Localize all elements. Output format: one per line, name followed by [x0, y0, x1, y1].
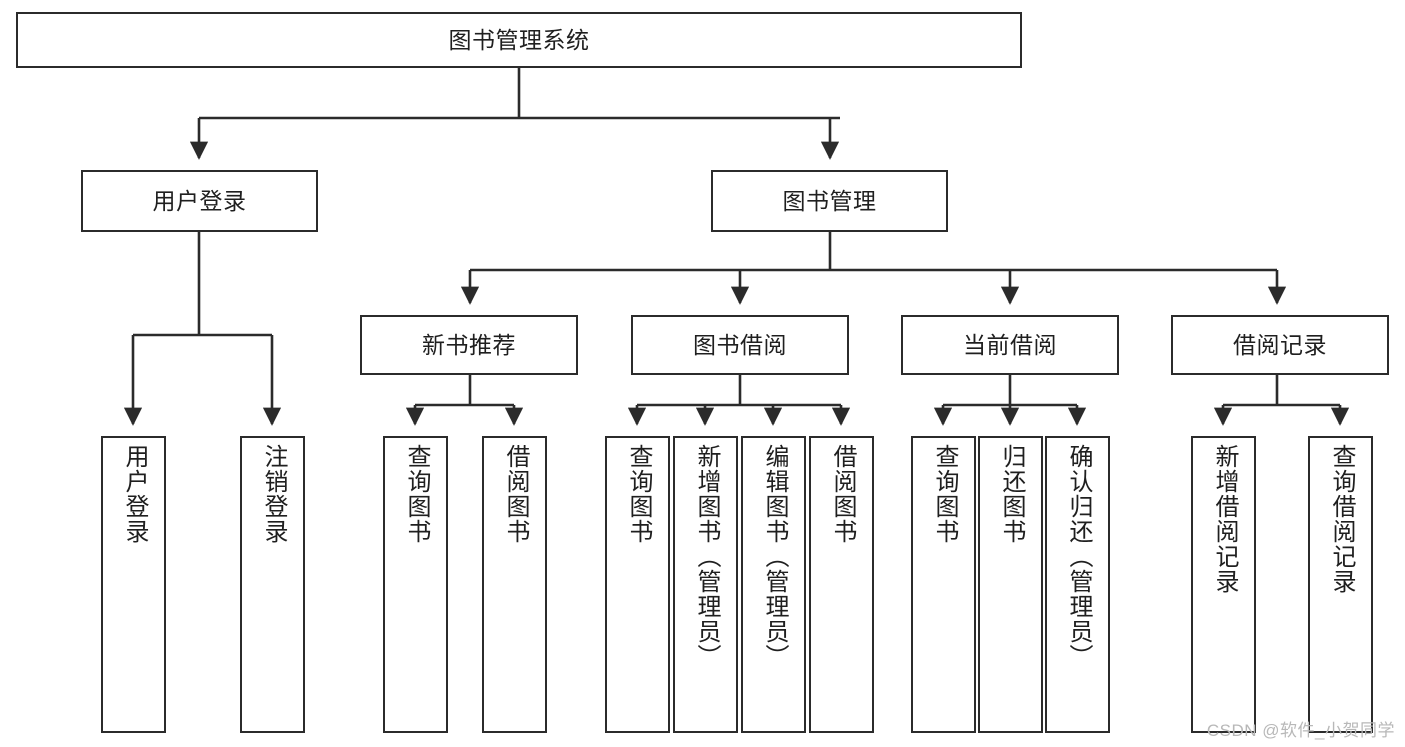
- node-leaf-query-book-2[interactable]: 查询图书: [605, 436, 670, 733]
- node-current-borrow-label: 当前借阅: [963, 331, 1057, 358]
- node-book-management[interactable]: 图书管理: [711, 170, 948, 232]
- node-leaf-add-book-label: 新增图书（管理员）: [692, 444, 720, 669]
- node-leaf-user-login[interactable]: 用户登录: [101, 436, 166, 733]
- node-leaf-query-book-3[interactable]: 查询图书: [911, 436, 976, 733]
- node-leaf-add-record[interactable]: 新增借阅记录: [1191, 436, 1256, 733]
- node-new-book-recommend[interactable]: 新书推荐: [360, 315, 578, 375]
- node-book-management-label: 图书管理: [782, 187, 877, 214]
- node-user-login-label: 用户登录: [152, 187, 247, 214]
- node-borrow-record[interactable]: 借阅记录: [1171, 315, 1389, 375]
- node-leaf-return-book-label: 归还图书: [997, 444, 1025, 544]
- node-leaf-user-logout[interactable]: 注销登录: [240, 436, 305, 733]
- node-leaf-borrow-book-2-label: 借阅图书: [828, 444, 856, 544]
- node-leaf-query-book-1-label: 查询图书: [402, 444, 430, 544]
- node-leaf-user-logout-label: 注销登录: [259, 444, 287, 544]
- node-leaf-return-book[interactable]: 归还图书: [978, 436, 1043, 733]
- node-leaf-query-record[interactable]: 查询借阅记录: [1308, 436, 1373, 733]
- node-root[interactable]: 图书管理系统: [16, 12, 1022, 68]
- node-leaf-borrow-book-1-label: 借阅图书: [501, 444, 529, 544]
- node-leaf-confirm-return-label: 确认归还（管理员）: [1064, 444, 1092, 669]
- csdn-watermark: CSDN @软件_小贺同学: [1206, 721, 1395, 740]
- node-leaf-query-book-1[interactable]: 查询图书: [383, 436, 448, 733]
- node-leaf-user-login-label: 用户登录: [120, 444, 148, 544]
- node-leaf-edit-book-label: 编辑图书（管理员）: [760, 444, 788, 669]
- node-book-borrow-label: 图书借阅: [693, 331, 787, 358]
- node-leaf-query-book-3-label: 查询图书: [930, 444, 958, 544]
- node-borrow-record-label: 借阅记录: [1233, 331, 1327, 358]
- node-leaf-edit-book[interactable]: 编辑图书（管理员）: [741, 436, 806, 733]
- node-user-login[interactable]: 用户登录: [81, 170, 318, 232]
- node-root-label: 图书管理系统: [448, 26, 590, 53]
- node-leaf-query-record-label: 查询借阅记录: [1327, 444, 1355, 594]
- node-leaf-query-book-2-label: 查询图书: [624, 444, 652, 544]
- node-leaf-confirm-return[interactable]: 确认归还（管理员）: [1045, 436, 1110, 733]
- node-new-book-recommend-label: 新书推荐: [422, 331, 516, 358]
- node-leaf-borrow-book-2[interactable]: 借阅图书: [809, 436, 874, 733]
- node-book-borrow[interactable]: 图书借阅: [631, 315, 849, 375]
- node-leaf-add-record-label: 新增借阅记录: [1210, 444, 1238, 594]
- node-current-borrow[interactable]: 当前借阅: [901, 315, 1119, 375]
- node-leaf-borrow-book-1[interactable]: 借阅图书: [482, 436, 547, 733]
- node-leaf-add-book[interactable]: 新增图书（管理员）: [673, 436, 738, 733]
